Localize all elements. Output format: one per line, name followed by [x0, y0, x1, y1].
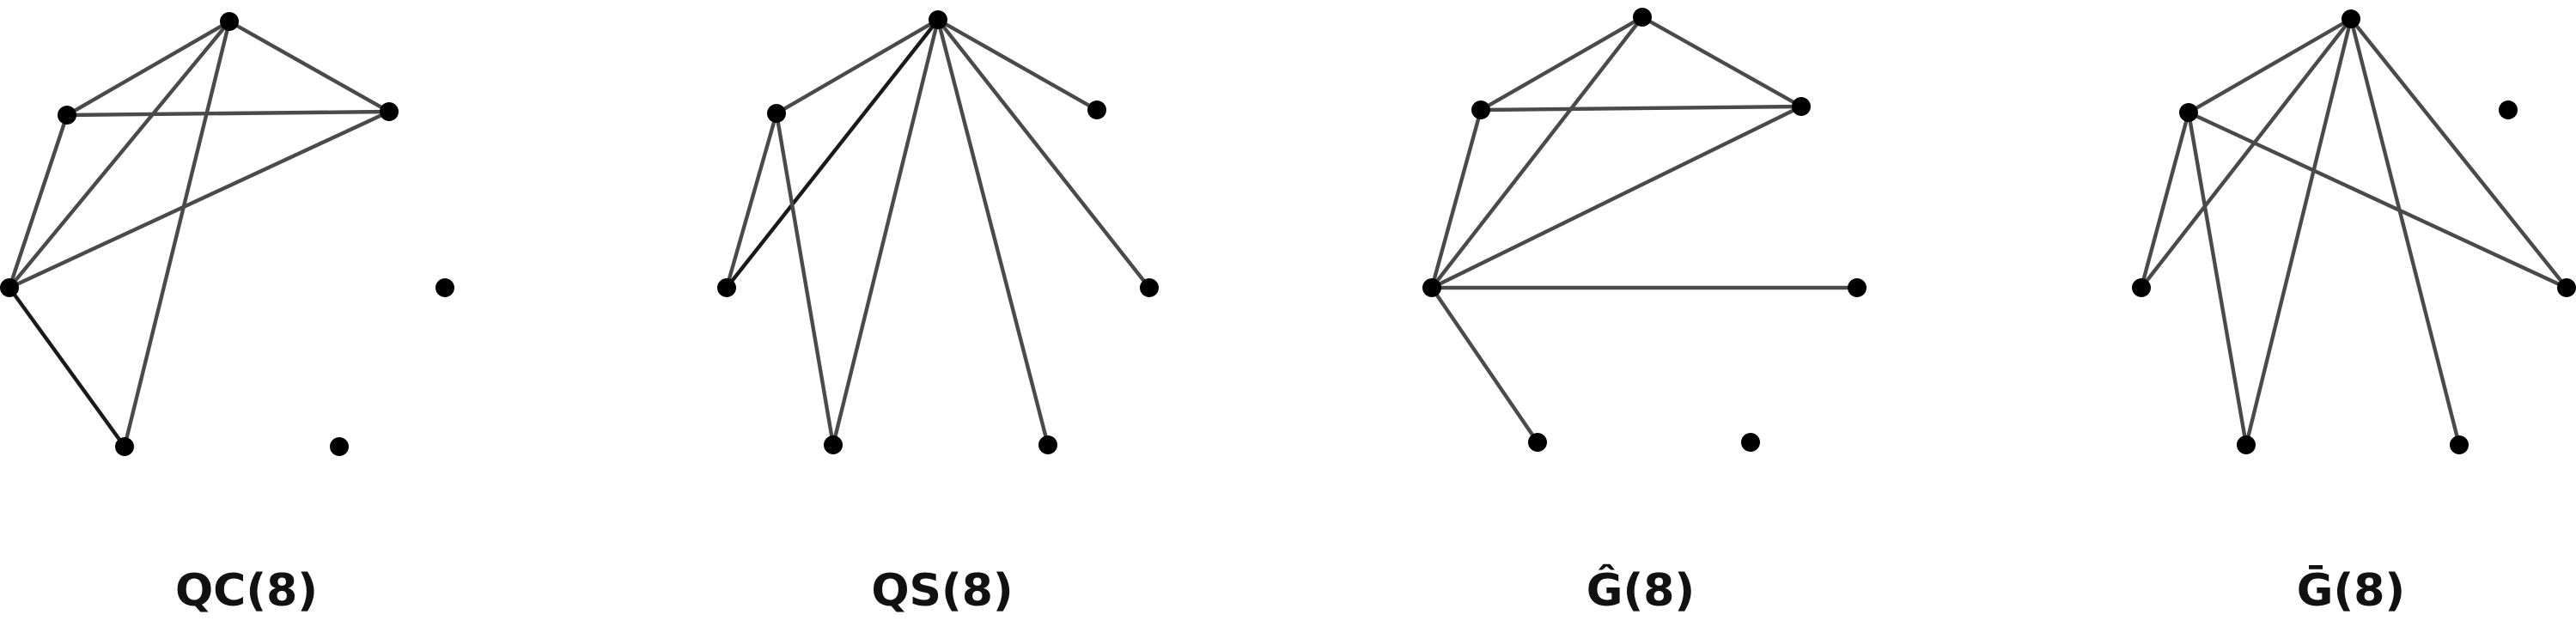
graph-ghat8 [1422, 8, 1867, 452]
label-qs8: QS(8) [871, 565, 1013, 617]
vertex-5 [1140, 278, 1159, 297]
vertex-6 [330, 437, 349, 456]
edge-2-3 [1429, 104, 1804, 290]
edge-0-4 [122, 19, 232, 449]
vertex-0 [1633, 8, 1652, 27]
edge-0-1 [1478, 15, 1645, 113]
edge-0-1 [64, 19, 232, 118]
vertex-3 [717, 278, 736, 297]
edge-0-3 [7, 19, 232, 290]
vertex-5 [435, 278, 454, 297]
edge-0-2 [227, 19, 392, 114]
edge-0-6 [935, 17, 1050, 447]
vertex-1 [2179, 103, 2198, 122]
edge-3-4 [7, 285, 127, 449]
edge-1-4 [774, 111, 836, 447]
vertex-4 [824, 435, 843, 454]
edge-0-3 [1429, 15, 1645, 290]
vertex-4 [115, 437, 134, 456]
edge-1-3 [1429, 107, 1483, 290]
vertex-0 [220, 12, 239, 31]
edge-2-3 [7, 109, 392, 290]
vertex-1 [1471, 100, 1490, 119]
vertex-2 [1792, 97, 1811, 116]
vertex-0 [929, 10, 947, 29]
edge-1-3 [7, 113, 70, 290]
vertex-5 [1848, 278, 1867, 297]
edge-1-4 [2186, 110, 2249, 447]
label-qc8: QC(8) [175, 565, 318, 617]
vertex-3 [1422, 278, 1441, 297]
vertex-2 [380, 102, 399, 121]
edge-0-1 [2186, 16, 2354, 115]
label-gbar8: Ḡ(8) [2297, 565, 2405, 617]
edge-0-3 [724, 17, 941, 290]
edge-0-2 [1640, 15, 1804, 109]
edge-0-4 [831, 17, 941, 447]
label-ghat8: Ĝ(8) [1586, 563, 1695, 617]
edge-1-3 [724, 111, 779, 290]
edge-1-5 [2186, 110, 2569, 290]
vertex-4 [2237, 435, 2256, 454]
vertex-3 [2132, 278, 2151, 297]
vertex-0 [2342, 9, 2360, 28]
vertex-3 [0, 278, 19, 297]
graph-gbar8 [2132, 9, 2576, 454]
edge-0-6 [2348, 16, 2462, 447]
edge-0-5 [935, 17, 1152, 290]
vertex-1 [767, 104, 786, 123]
vertex-6 [2450, 435, 2469, 454]
vertex-2 [1087, 100, 1106, 119]
vertex-6 [1038, 435, 1057, 454]
vertex-1 [58, 106, 76, 125]
vertex-6 [1741, 433, 1760, 452]
graph-qs8 [717, 10, 1159, 454]
edge-0-3 [2139, 16, 2354, 290]
edge-1-2 [64, 109, 392, 118]
edge-1-2 [1478, 104, 1804, 113]
edge-1-3 [2139, 110, 2191, 290]
vertex-5 [2557, 278, 2576, 297]
edge-3-4 [1429, 285, 1540, 445]
vertex-2 [2499, 100, 2518, 119]
edge-0-5 [2348, 16, 2569, 290]
vertex-4 [1528, 433, 1547, 452]
edge-0-4 [2244, 16, 2354, 447]
edge-0-1 [774, 17, 941, 116]
graph-qc8 [0, 12, 454, 456]
edge-0-2 [935, 17, 1099, 113]
